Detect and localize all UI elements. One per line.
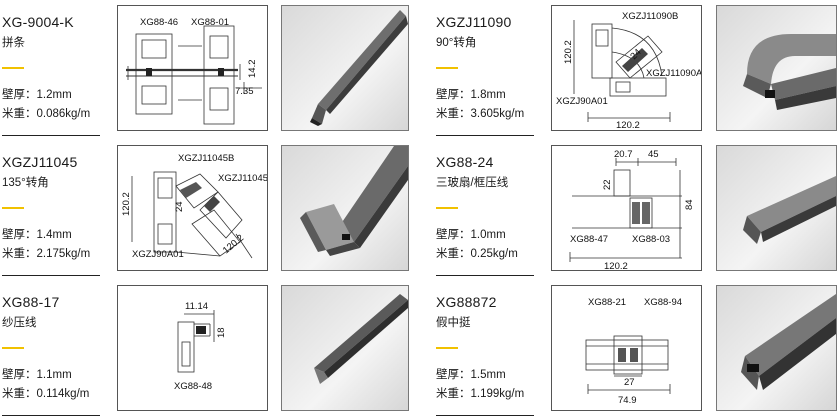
cross-section-diagram-xgzj11090: XGZJ11090B 120.2 24 XGZJ11090A XGZJ90A01… [551, 5, 702, 131]
product-name: 三玻扇/框压线 [436, 177, 509, 189]
divider [436, 135, 534, 136]
diagram-label: XGZJ11045B [178, 153, 234, 164]
cross-section-diagram-xg9004k: XG88-46 XG88-01 14.2 7.35 [117, 5, 268, 131]
diagram-label: XGZJ90A01 [132, 249, 184, 260]
product-info-xg8824: XG88-24 三玻扇/框压线 壁厚：1.0mm 米重：0.25kg/m [436, 154, 536, 278]
product-photo-xg9004k [281, 5, 409, 131]
accent-bar [2, 347, 24, 349]
diagram-label: XG88-94 [644, 297, 682, 308]
dimension-label: 120.2 [604, 261, 628, 270]
dimension-label: 22 [602, 179, 613, 190]
accent-bar [436, 347, 458, 349]
dimension-label: 11.14 [185, 301, 208, 312]
product-photo-xg88872 [716, 285, 837, 411]
dimension-label: 120.2 [121, 192, 132, 216]
product-photo-xg8824 [716, 145, 837, 271]
diagram-label: XGZJ11090B [622, 11, 678, 22]
product-code: XG-9004-K [2, 14, 74, 30]
product-code: XG88-24 [436, 154, 494, 170]
diagram-label: XGZJ11090A [646, 68, 701, 79]
wall-thickness: 壁厚：1.8mm [436, 89, 506, 101]
product-code: XG88872 [436, 294, 497, 310]
dimension-label: 20.7 [614, 149, 633, 160]
meter-weight: 米重：3.605kg/m [436, 108, 525, 120]
product-name: 拼条 [2, 37, 25, 49]
dimension-label: 27 [624, 377, 635, 388]
meter-weight: 米重：0.25kg/m [436, 248, 518, 260]
accent-bar [436, 67, 458, 69]
cross-section-diagram-xg8817: 11.14 18 XG88-48 [117, 285, 268, 411]
cross-section-diagram-xgzj11045: XGZJ11045B XGZJ11045A 120.2 24 120.2 XGZ… [117, 145, 268, 271]
divider [436, 275, 534, 276]
product-info-xgzj11090: XGZJ11090 90°转角 壁厚：1.8mm 米重：3.605kg/m [436, 14, 536, 138]
dimension-label: 14.2 [247, 60, 258, 79]
product-photo-xgzj11090 [716, 5, 837, 131]
diagram-label: XG88-03 [632, 234, 670, 245]
meter-weight: 米重：0.086kg/m [2, 108, 91, 120]
product-photo-xg8817 [281, 285, 409, 411]
accent-bar [2, 67, 24, 69]
meter-weight: 米重：2.175kg/m [2, 248, 91, 260]
diagram-label: XG88-21 [588, 297, 626, 308]
diagram-label: XG88-48 [174, 381, 212, 392]
diagram-label: XG88-47 [570, 234, 608, 245]
product-info-xg8817: XG88-17 纱压线 壁厚：1.1mm 米重：0.114kg/m [2, 294, 102, 418]
product-name: 90°转角 [436, 37, 477, 49]
divider [2, 275, 100, 276]
wall-thickness: 壁厚：1.2mm [2, 89, 72, 101]
product-info-xg88872: XG88872 假中挺 壁厚：1.5mm 米重：1.199kg/m [436, 294, 536, 418]
product-name: 135°转角 [2, 177, 49, 189]
product-info-xgzj11045: XGZJ11045 135°转角 壁厚：1.4mm 米重：2.175kg/m [2, 154, 102, 278]
wall-thickness: 壁厚：1.0mm [436, 229, 506, 241]
wall-thickness: 壁厚：1.4mm [2, 229, 72, 241]
diagram-label: XGZJ11045A [218, 173, 267, 184]
product-name: 纱压线 [2, 317, 37, 329]
product-info-xg9004k: XG-9004-K 拼条 壁厚：1.2mm 米重：0.086kg/m [2, 14, 102, 138]
accent-bar [2, 207, 24, 209]
dimension-label: 7.35 [235, 86, 254, 97]
product-photo-xgzj11045 [281, 145, 409, 271]
dimension-label: 120.2 [563, 40, 574, 64]
meter-weight: 米重：1.199kg/m [436, 388, 525, 400]
diagram-label: XG88-46 [140, 17, 178, 28]
dimension-label: 120.2 [616, 120, 640, 130]
dimension-label: 18 [216, 327, 227, 338]
accent-bar [436, 207, 458, 209]
product-code: XG88-17 [2, 294, 60, 310]
dimension-label: 74.9 [618, 395, 637, 406]
wall-thickness: 壁厚：1.1mm [2, 369, 72, 381]
dimension-label: 84 [684, 199, 695, 210]
product-code: XGZJ11090 [436, 14, 512, 30]
diagram-label: XGZJ90A01 [556, 96, 608, 107]
dimension-label: 45 [648, 149, 659, 160]
product-name: 假中挺 [436, 317, 471, 329]
cross-section-diagram-xg8824: 20.7 45 22 84 XG88-47 XG88-03 120.2 [551, 145, 702, 271]
dimension-label: 24 [174, 201, 185, 212]
product-code: XGZJ11045 [2, 154, 78, 170]
cross-section-diagram-xg88872: XG88-21 XG88-94 27 74.9 [551, 285, 702, 411]
meter-weight: 米重：0.114kg/m [2, 388, 90, 400]
diagram-label: XG88-01 [191, 17, 229, 28]
divider [2, 135, 100, 136]
wall-thickness: 壁厚：1.5mm [436, 369, 506, 381]
